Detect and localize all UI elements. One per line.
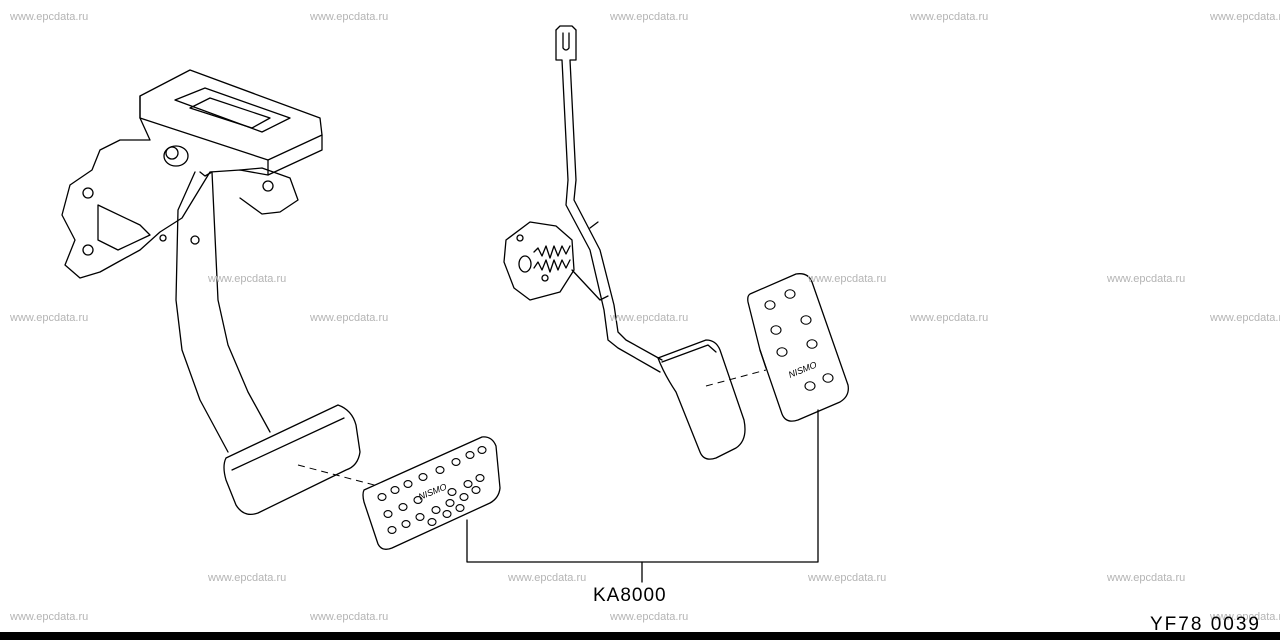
pad-hole [784,289,796,299]
watermark: www.epcdata.ru [10,312,89,324]
watermark: www.epcdata.ru [1210,11,1280,23]
pad-hole [387,526,397,534]
watermark: www.epcdata.ru [1107,273,1186,285]
watermark: www.epcdata.ru [610,11,689,23]
watermark: www.epcdata.ru [910,312,989,324]
pad-hole [398,503,408,511]
pad-hole [442,510,452,518]
pad-hole [459,493,469,501]
pad-hole [383,510,393,518]
watermark: www.epcdata.ru [1210,312,1280,324]
alignment-line-accelerator [705,369,767,387]
pad-hole [403,480,413,488]
watermark: www.epcdata.ru [910,11,989,23]
pad-hole [770,325,782,335]
sport-accelerator-pad: NISMO [747,273,849,422]
brake-pedal-assembly [61,69,361,516]
watermark: www.epcdata.ru [10,11,89,23]
pad-hole [822,373,834,383]
watermark: www.epcdata.ru [10,611,89,623]
watermark: www.epcdata.ru [310,312,389,324]
watermark: www.epcdata.ru [310,11,389,23]
pad-hole [465,451,475,459]
watermark: www.epcdata.ru [508,572,587,584]
pad-hole [477,446,487,454]
pad-hole [776,347,788,357]
pad-hole [415,513,425,521]
pad-hole [401,520,411,528]
pad-hole [377,493,387,501]
pad-hole [463,480,473,488]
watermark: www.epcdata.ru [808,572,887,584]
pad-hole [806,339,818,349]
pad-hole [445,499,455,507]
watermark: www.epcdata.ru [610,611,689,623]
pad-hole [427,518,437,526]
accelerator-pedal-assembly [503,25,746,460]
watermark: www.epcdata.ru [310,611,389,623]
figure-code: YF78 0039 [1150,614,1261,635]
pad-hole [435,466,445,474]
pad-hole [455,504,465,512]
pad-hole [475,474,485,482]
part-number-label: KA8000 [593,585,667,606]
watermark: www.epcdata.ru [208,273,287,285]
pad-hole [413,496,423,504]
pad-brand-text: NISMO [417,482,448,502]
alignment-line-brake [297,464,379,487]
watermark: www.epcdata.ru [208,572,287,584]
watermark: www.epcdata.ru [1210,611,1280,623]
pad-hole [451,458,461,466]
pad-hole [418,473,428,481]
part-number-leader [466,409,819,583]
pad-hole [390,486,400,494]
pad-hole [447,488,457,496]
watermark: www.epcdata.ru [1107,572,1186,584]
bottom-border [0,632,1280,640]
pad-brand-text-accelerator: NISMO [787,360,818,380]
pad-hole [800,315,812,325]
pad-hole [431,506,441,514]
watermark: www.epcdata.ru [808,273,887,285]
watermark: www.epcdata.ru [610,312,689,324]
pad-hole [804,381,816,391]
sport-brake-pad: NISMO [362,436,501,550]
pad-hole [764,300,776,310]
pad-hole [471,486,481,494]
